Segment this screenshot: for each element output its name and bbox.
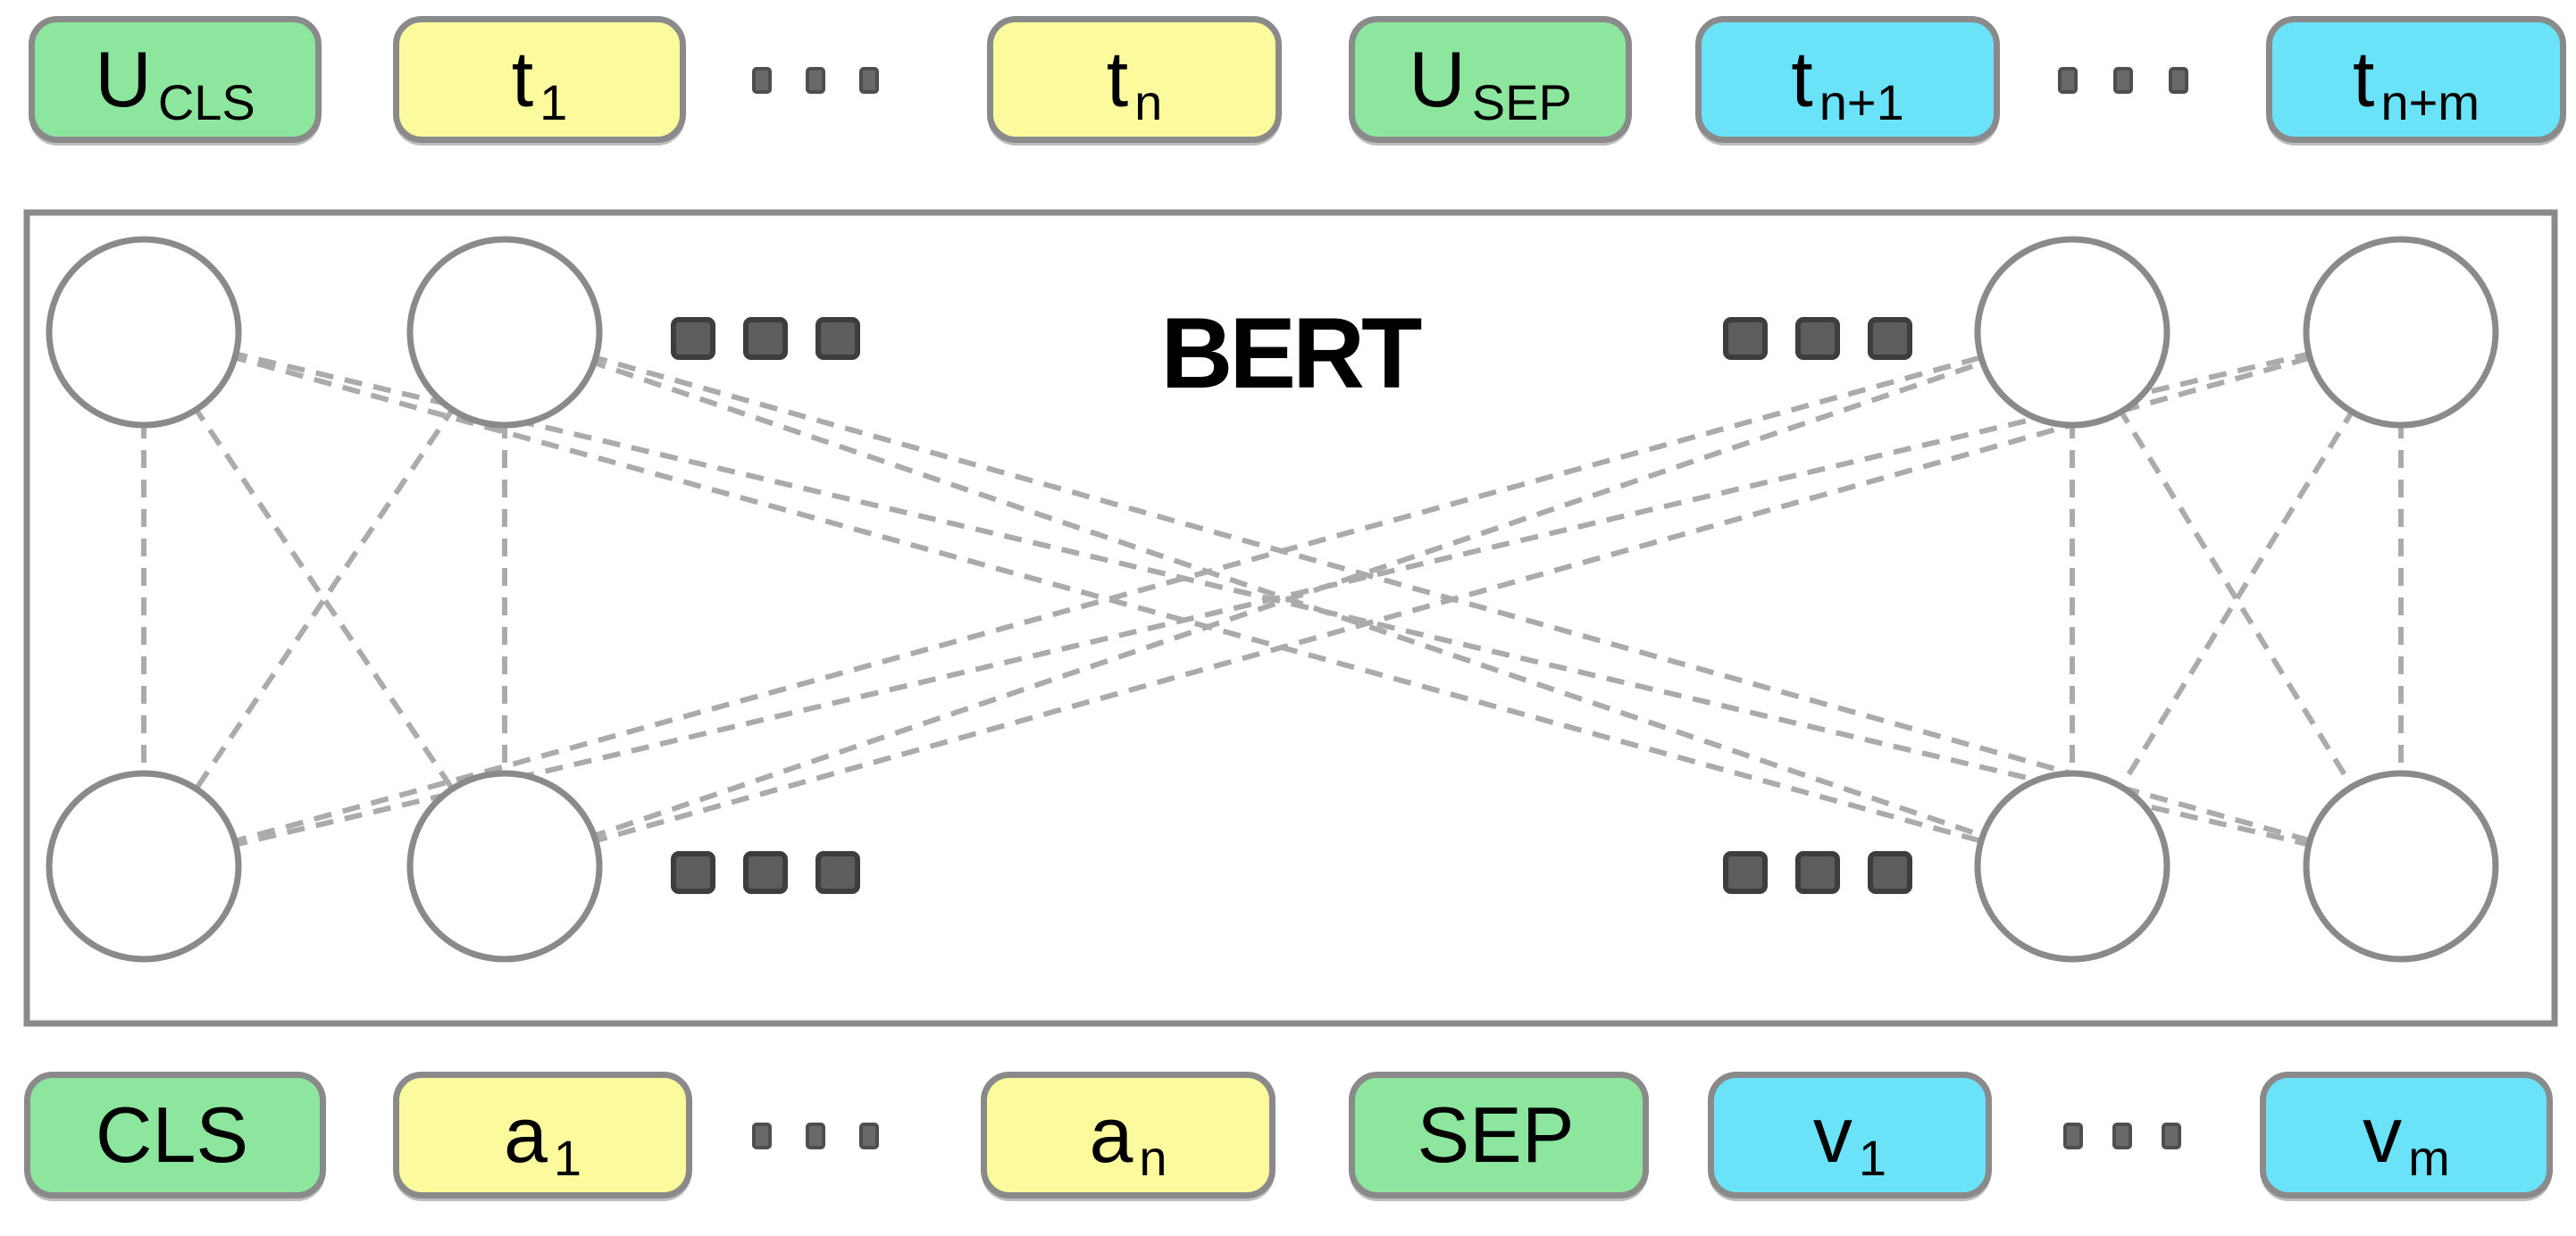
token-base: a <box>503 1090 548 1179</box>
ellipsis-square-icon <box>743 851 788 894</box>
hidden-node-circle <box>46 236 242 429</box>
ellipsis-square-icon <box>1868 851 1912 894</box>
ellipsis-square-icon <box>1868 317 1912 360</box>
token-base: v <box>1812 1090 1853 1179</box>
token-subscript: 1 <box>539 74 568 130</box>
ellipsis-square-icon <box>806 67 825 94</box>
ellipsis-square-icon <box>2063 1123 2083 1149</box>
attention-edge <box>143 330 2073 869</box>
hidden-node-circle <box>406 770 603 963</box>
token-base: a <box>1089 1090 1133 1179</box>
ellipsis-square-icon <box>752 67 772 94</box>
ellipsis-dots <box>752 66 879 95</box>
attention-edge <box>504 330 2073 869</box>
token-subscript: 1 <box>1858 1130 1887 1186</box>
hidden-node-circle <box>2303 770 2499 963</box>
token-sep: SEP <box>1349 1072 1649 1198</box>
token-subscript: n+m <box>2380 74 2480 130</box>
token-base: U <box>95 35 152 123</box>
ellipsis-square-icon <box>2113 67 2133 94</box>
token-base: t <box>1791 35 1813 123</box>
ellipsis-square-icon <box>806 1123 825 1149</box>
ellipsis-square-icon <box>2058 67 2078 94</box>
ellipsis-square-icon <box>2112 1123 2132 1149</box>
ellipsis-dots <box>2058 66 2188 95</box>
ellipsis-square-icon <box>2169 67 2188 94</box>
ellipsis-square-icon <box>1723 317 1768 360</box>
bert-label: BERT <box>1161 297 1422 409</box>
token-subscript: CLS <box>157 74 255 130</box>
attention-edge <box>2070 330 2404 868</box>
hidden-node-circle <box>1974 236 2170 429</box>
ellipsis-square-icon <box>1795 317 1840 360</box>
ellipsis-square-icon <box>752 1123 772 1149</box>
ellipsis-square-icon <box>743 317 788 360</box>
ellipsis-square-icon <box>671 851 715 894</box>
ellipsis-square-icon <box>2162 1123 2181 1149</box>
attention-edge <box>2070 330 2404 868</box>
ellipsis-square-icon <box>859 67 879 94</box>
token-base: CLS <box>95 1090 249 1179</box>
attention-edge <box>143 330 2073 869</box>
ellipsis-dots <box>2063 1122 2181 1150</box>
hidden-node-circle <box>406 236 603 429</box>
token-base: t <box>2353 35 2375 123</box>
attention-edge <box>504 330 2402 869</box>
hidden-node-circle <box>2303 236 2499 429</box>
ellipsis-dots <box>752 1122 879 1150</box>
hidden-node-circle <box>46 770 242 963</box>
token-base: v <box>2363 1090 2403 1179</box>
token-subscript: SEP <box>1471 74 1572 130</box>
ellipsis-square-icon <box>671 317 715 360</box>
token-cls: CLS <box>24 1072 326 1198</box>
ellipsis-square-icon <box>815 317 860 360</box>
ellipsis-square-icon <box>1795 851 1840 894</box>
token-base: t <box>1106 35 1129 123</box>
token-subscript: 1 <box>553 1130 582 1186</box>
attention-edge <box>141 330 507 868</box>
ellipsis-square-icon <box>859 1123 879 1149</box>
ellipsis-square-icon <box>1723 851 1768 894</box>
hidden-node-circle <box>1974 770 2170 963</box>
token-base: U <box>1409 35 1466 123</box>
token-base: SEP <box>1417 1090 1575 1179</box>
attention-edge <box>141 330 507 868</box>
token-base: t <box>511 35 534 123</box>
token-subscript: n <box>1134 74 1163 130</box>
token-subscript: m <box>2408 1130 2450 1186</box>
ellipsis-square-icon <box>815 851 860 894</box>
token-subscript: n+1 <box>1819 74 1904 130</box>
token-subscript: n <box>1139 1130 1167 1186</box>
